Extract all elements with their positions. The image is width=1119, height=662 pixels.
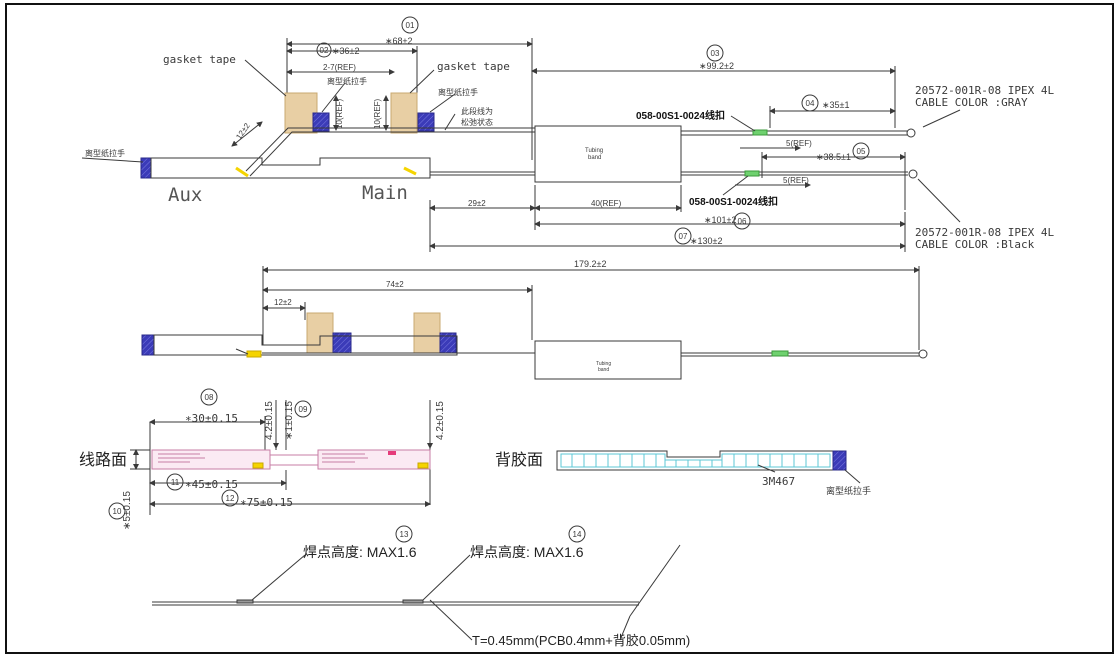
thickness-note: T=0.45mm(PCB0.4mm+背胶0.05mm) <box>472 633 690 648</box>
dim-42-a: 4.2±0.15 <box>264 401 275 440</box>
dim-12: 12±2 <box>274 298 292 307</box>
dim-value-05: ∗38.5±1 <box>816 152 851 162</box>
adhesive-3m467: 3M467 <box>762 475 795 488</box>
cable-black-line2: CABLE COLOR :Black <box>915 238 1035 251</box>
release-paper-label-1: 离型纸拉手 <box>327 76 367 86</box>
dim-value-09: ∗1±0.15 <box>284 401 295 440</box>
release-paper-label-right: 离型纸拉手 <box>826 485 871 496</box>
dim-value-11: ∗45±0.15 <box>185 478 238 491</box>
back-face-label: 背胶面 <box>495 451 543 469</box>
circuit-face-label: 线路面 <box>79 451 127 469</box>
dim-label-03: 03 <box>711 49 720 58</box>
dim-label-02: 02 <box>320 46 329 55</box>
dim-value-10: ∗5±0.15 <box>122 491 133 530</box>
dim-179: 179.2±2 <box>574 259 606 269</box>
back-face-view <box>556 450 861 484</box>
ref-10-b: 10(REF) <box>373 98 382 129</box>
dim-29: 29±2 <box>468 199 486 208</box>
main-label: Main <box>362 182 408 204</box>
dim-value-04: ∗35±1 <box>822 100 850 110</box>
dim-label-10: 10 <box>113 507 122 516</box>
dim-label-07: 07 <box>679 232 688 241</box>
dim-value-01: ∗68±2 <box>385 36 413 46</box>
dim-label-08: 08 <box>205 393 214 402</box>
tubing-label-2: band <box>588 155 601 161</box>
top-view <box>81 38 961 252</box>
gasket-tape-label-left: gasket tape <box>163 53 236 66</box>
dim-label-13: 13 <box>400 530 409 539</box>
assembly-view <box>141 266 928 380</box>
ref-5-bottom: 5(REF) <box>783 176 809 185</box>
ref-2-7: 2-7(REF) <box>323 63 356 72</box>
cable-tie-bottom: 058-00S1-0024线扣 <box>689 195 778 208</box>
dim-label-05: 05 <box>857 147 866 156</box>
loose-note-line2: 松弛状态 <box>461 117 493 127</box>
ref-5-top: 5(REF) <box>786 139 812 148</box>
text-layer: 01 ∗68±2 02 ∗36±2 gasket tape gasket tap… <box>79 16 1054 648</box>
cable-black-line1: 20572-001R-08 IPEX 4L <box>915 226 1054 239</box>
solder-height-1: 焊点高度: MAX1.6 <box>303 544 417 560</box>
page-border <box>5 3 1114 654</box>
circuit-face-view <box>130 400 433 515</box>
tubing2-label-1: Tubing <box>596 361 611 367</box>
cable-gray-line2: CABLE COLOR :GRAY <box>915 96 1028 109</box>
dim-label-09: 09 <box>299 405 308 414</box>
dim-label-11: 11 <box>171 478 180 487</box>
dim-value-12: ∗75±0.15 <box>240 496 293 509</box>
release-paper-label-left: 离型纸拉手 <box>85 148 125 158</box>
dim-value-02: ∗36±2 <box>332 46 360 56</box>
loose-note-line1: 此段线为 <box>461 106 493 116</box>
release-paper-label-2: 离型纸拉手 <box>438 87 478 97</box>
cable-tie-top: 058-00S1-0024线扣 <box>636 109 725 122</box>
dim-label-06: 06 <box>738 217 747 226</box>
solder-height-2: 焊点高度: MAX1.6 <box>470 544 584 560</box>
dim-value-03: ∗99.2±2 <box>699 61 734 71</box>
dim-value-08: ∗30±0.15 <box>185 412 238 425</box>
dim-value-07: ∗130±2 <box>690 236 723 246</box>
dim-40-ref: 40(REF) <box>591 199 622 208</box>
dim-value-06: ∗101±2 <box>704 215 737 225</box>
tubing-label-1: Tubing <box>585 148 603 154</box>
adhesive-cells <box>560 453 831 468</box>
ref-10-a: 10(REF) <box>335 98 344 129</box>
dim-label-12: 12 <box>226 494 235 503</box>
tubing2-label-2: band <box>598 367 609 373</box>
gasket-tape-label-right: gasket tape <box>437 60 510 73</box>
cable-gray-line1: 20572-001R-08 IPEX 4L <box>915 84 1054 97</box>
aux-label: Aux <box>168 184 202 206</box>
side-view <box>152 544 681 641</box>
dim-label-04: 04 <box>806 99 815 108</box>
dim-42-b: 4.2±0.15 <box>435 401 446 440</box>
dim-74: 74±2 <box>386 280 404 289</box>
dim-label-14: 14 <box>573 530 582 539</box>
dim-label-01: 01 <box>406 21 415 30</box>
angle-dim-12: 12±2 <box>234 121 252 141</box>
